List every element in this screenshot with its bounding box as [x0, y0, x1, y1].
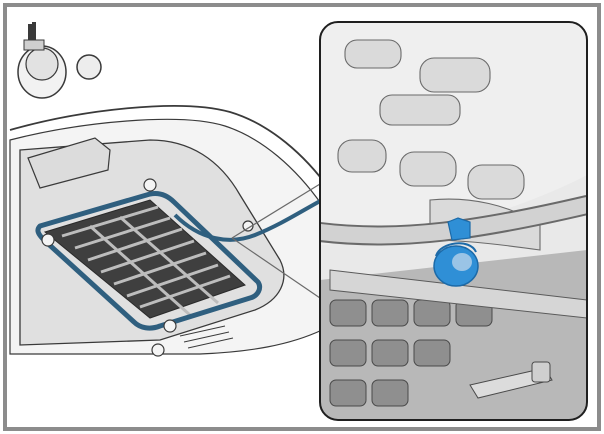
cable-clip [433, 217, 479, 287]
vent-grate [43, 199, 246, 319]
overview-panel [9, 22, 331, 357]
round-button [76, 54, 102, 80]
compartment-handle [27, 137, 111, 189]
routed-cable [173, 198, 323, 242]
screws [41, 178, 254, 357]
control-knob [17, 22, 67, 99]
side-vents [179, 325, 234, 349]
blue-gasket [35, 191, 263, 331]
device-body-outline [9, 105, 331, 191]
inset-frame [319, 21, 588, 421]
callout-lines [231, 183, 321, 299]
detail-inset [319, 21, 588, 421]
